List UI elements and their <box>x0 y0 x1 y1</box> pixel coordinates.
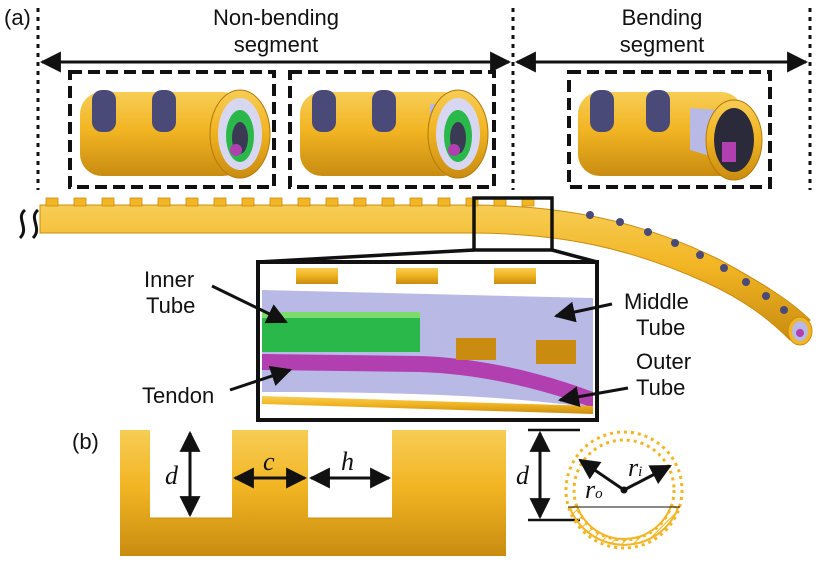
outer-tube-label-line2: Tube <box>636 375 686 400</box>
bending-segment-title-line2: segment <box>619 32 705 57</box>
inset-non-bending-1 <box>68 70 276 189</box>
panel-label-a: (a) <box>4 5 31 30</box>
dimension-h: h <box>341 447 354 476</box>
outer-tube-label-line1: Outer <box>636 349 692 374</box>
radius-outer-label: ro <box>585 475 603 504</box>
middle-tube-label-line1: Middle <box>624 289 689 314</box>
bending-segment-title-line1: Bending <box>621 5 703 30</box>
dimension-c: c <box>263 447 275 476</box>
non-bending-segment-title-line2: segment <box>233 32 319 57</box>
notched-profile <box>120 430 506 556</box>
inset-bending <box>567 70 772 189</box>
long-tube <box>18 197 813 346</box>
dimension-d-section: d <box>516 461 529 490</box>
non-bending-segment-title-line1: Non-bending <box>213 5 339 30</box>
tendon-label: Tendon <box>142 383 215 408</box>
callout-arrows <box>211 284 629 408</box>
profile-dimension-arrows <box>179 430 392 518</box>
segment-boundaries <box>36 8 812 190</box>
inner-tube-label-line2: Tube <box>146 293 196 318</box>
panel-label-b: (b) <box>72 429 99 454</box>
radius-inner-label: ri <box>628 453 643 482</box>
zoom-detail <box>256 260 599 422</box>
inner-tube-label-line1: Inner <box>144 267 195 292</box>
inset-non-bending-2 <box>288 70 496 189</box>
middle-tube-label-line2: Tube <box>636 315 686 340</box>
dimension-d-notch: d <box>165 461 178 490</box>
cross-section <box>528 428 684 550</box>
